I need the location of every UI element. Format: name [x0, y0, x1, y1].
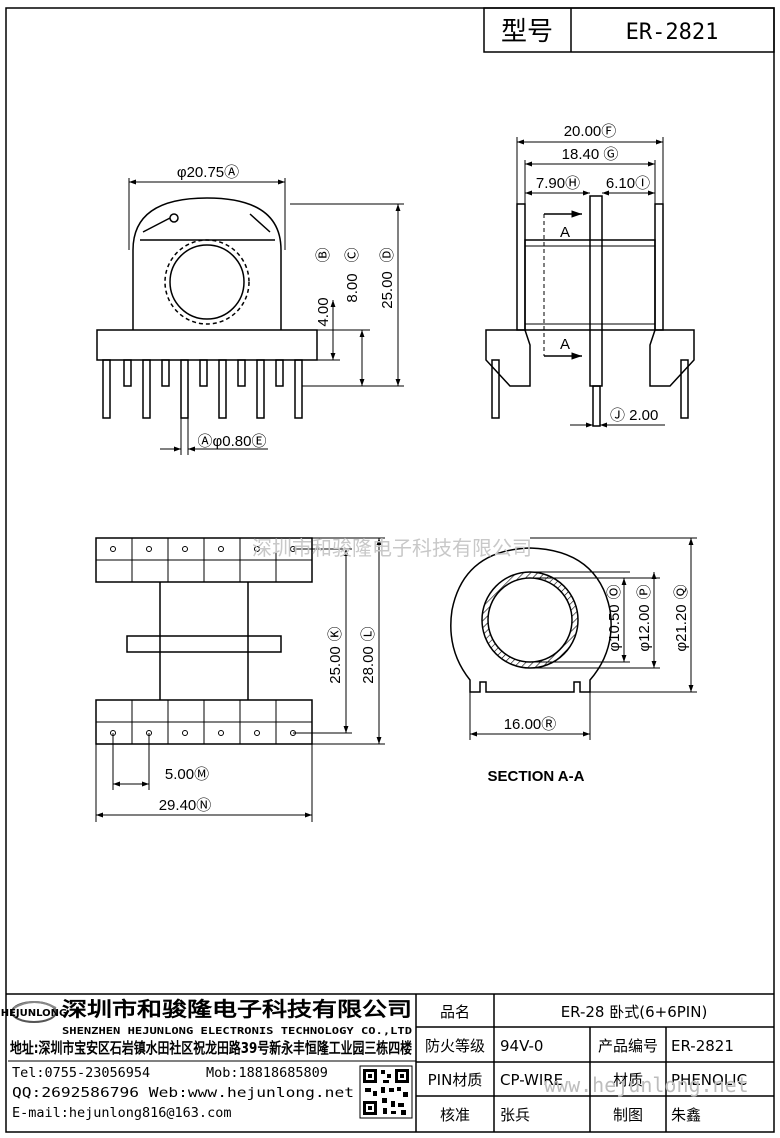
dim-n-label: 29.40Ⓝ — [159, 797, 212, 814]
row2-label1: 防火等级 — [425, 1037, 485, 1055]
company-address: 地址:深圳市宝安区石岩镇水田社区祝龙田路39号新永丰恒隆工业园三栋四楼 — [10, 1039, 412, 1057]
dim-b-label: 4.00 — [315, 297, 332, 326]
dim-o-label: φ10.50 — [606, 604, 623, 651]
section-bore — [487, 577, 573, 663]
bottom-view — [95, 537, 313, 745]
bore-inner — [169, 244, 245, 320]
row3-value1: CP-WIRE — [500, 1071, 563, 1089]
side-view — [485, 195, 695, 427]
row3-value2: PHENOLIC — [671, 1071, 747, 1089]
contact-tel: Tel:0755-23056954 — [12, 1065, 150, 1081]
bottom-pin-pads — [96, 538, 312, 744]
model-label: 型号 — [501, 17, 553, 47]
dim-l-mark: Ⓛ — [360, 626, 377, 641]
logo-text: HEJUNLONG — [1, 1008, 68, 1019]
side-center-flange — [589, 195, 603, 387]
front-view — [96, 197, 318, 419]
dim-c-mark: Ⓒ — [344, 247, 361, 262]
dim-m-label: 5.00Ⓜ — [165, 766, 209, 783]
front-base-flange — [96, 329, 318, 361]
dim-j-label: Ⓙ 2.00 — [610, 407, 658, 424]
row2-value1: 94V-0 — [500, 1037, 543, 1055]
contact-mob: Mob:18818685809 — [206, 1065, 328, 1081]
contact-qq-web: QQ:2692586796 Web:www.hejunlong.net — [12, 1085, 354, 1101]
dim-b-mark: Ⓑ — [315, 247, 332, 262]
side-view-dimensions — [516, 137, 665, 428]
front-view-dimensions — [128, 178, 404, 455]
section-mark-bottom: A — [560, 336, 570, 353]
row3-label1: PIN材质 — [428, 1071, 483, 1089]
title-block — [6, 993, 774, 1132]
section-mark-top: A — [560, 224, 570, 241]
front-pins — [102, 359, 303, 419]
bobbin-head-outline — [132, 197, 282, 330]
dim-k-mark: Ⓚ — [327, 626, 344, 641]
section-view — [450, 547, 612, 693]
section-view-dimensions — [469, 537, 697, 740]
dim-p-mark: Ⓟ — [636, 584, 653, 599]
qr-code — [359, 1065, 413, 1119]
company-name-en: SHENZHEN HEJUNLONG ELECTRONIS TECHNOLOGY… — [62, 1026, 412, 1037]
dim-h-label: 7.90Ⓗ — [536, 175, 580, 192]
model-header: 型号 ER-2821 — [483, 7, 775, 53]
dim-q-mark: Ⓠ — [673, 584, 690, 599]
row2-label2: 产品编号 — [598, 1037, 658, 1055]
side-upper-flange-left — [516, 203, 526, 331]
dim-k-label: 25.00 — [327, 646, 344, 684]
company-name-cn: 深圳市和骏隆电子科技有限公司 — [62, 997, 412, 1021]
watermark-company: 深圳市和骏隆电子科技有限公司 — [252, 536, 532, 560]
bottom-view-dimensions — [95, 537, 385, 822]
row2-value2: ER-2821 — [671, 1037, 734, 1055]
pin-dia-label: Ⓐφ0.80Ⓔ — [198, 433, 267, 450]
dim-o-mark: Ⓞ — [606, 584, 623, 599]
dim-i-label: 6.10Ⓘ — [606, 175, 650, 192]
bore-outer — [164, 239, 250, 325]
side-upper-flange-right — [654, 203, 664, 331]
company-logo: HEJUNLONG — [1, 1001, 68, 1023]
contact-email: E-mail:hejunlong816@163.com — [12, 1105, 231, 1121]
row3-label2: 材质 — [613, 1071, 643, 1089]
watermark-url: www.hejunlong.net — [544, 1073, 749, 1097]
row4-value2: 朱鑫 — [671, 1106, 701, 1124]
dim-p-label: φ12.00 — [636, 604, 653, 651]
row4-value1: 张兵 — [500, 1106, 530, 1124]
pin1-marker-hole — [169, 213, 179, 223]
dim-a-label: φ20.75Ⓐ — [177, 164, 239, 181]
dim-g-label: 18.40 Ⓖ — [562, 146, 619, 163]
section-outline — [450, 547, 612, 693]
drawing-frame — [5, 7, 775, 1133]
dim-f-label: 20.00Ⓕ — [564, 123, 617, 140]
model-value: ER-2821 — [626, 20, 719, 45]
row4-label1: 核准 — [440, 1106, 470, 1124]
dim-d-mark: Ⓓ — [379, 247, 396, 262]
dim-q-label: φ21.20 — [673, 604, 690, 651]
bottom-center-flange — [126, 635, 282, 653]
dim-d-label: 25.00 — [379, 271, 396, 309]
dim-c-label: 8.00 — [344, 273, 361, 302]
dim-r-label: 16.00Ⓡ — [504, 716, 557, 733]
row1-label: 品名 — [440, 1003, 470, 1021]
section-caption: SECTION A-A — [488, 768, 585, 785]
row1-value: ER-28 卧式(6+6PIN) — [561, 1003, 708, 1021]
bottom-pin-holes — [110, 546, 296, 736]
row4-label2: 制图 — [613, 1106, 643, 1124]
dim-l-label: 28.00 — [360, 646, 377, 684]
